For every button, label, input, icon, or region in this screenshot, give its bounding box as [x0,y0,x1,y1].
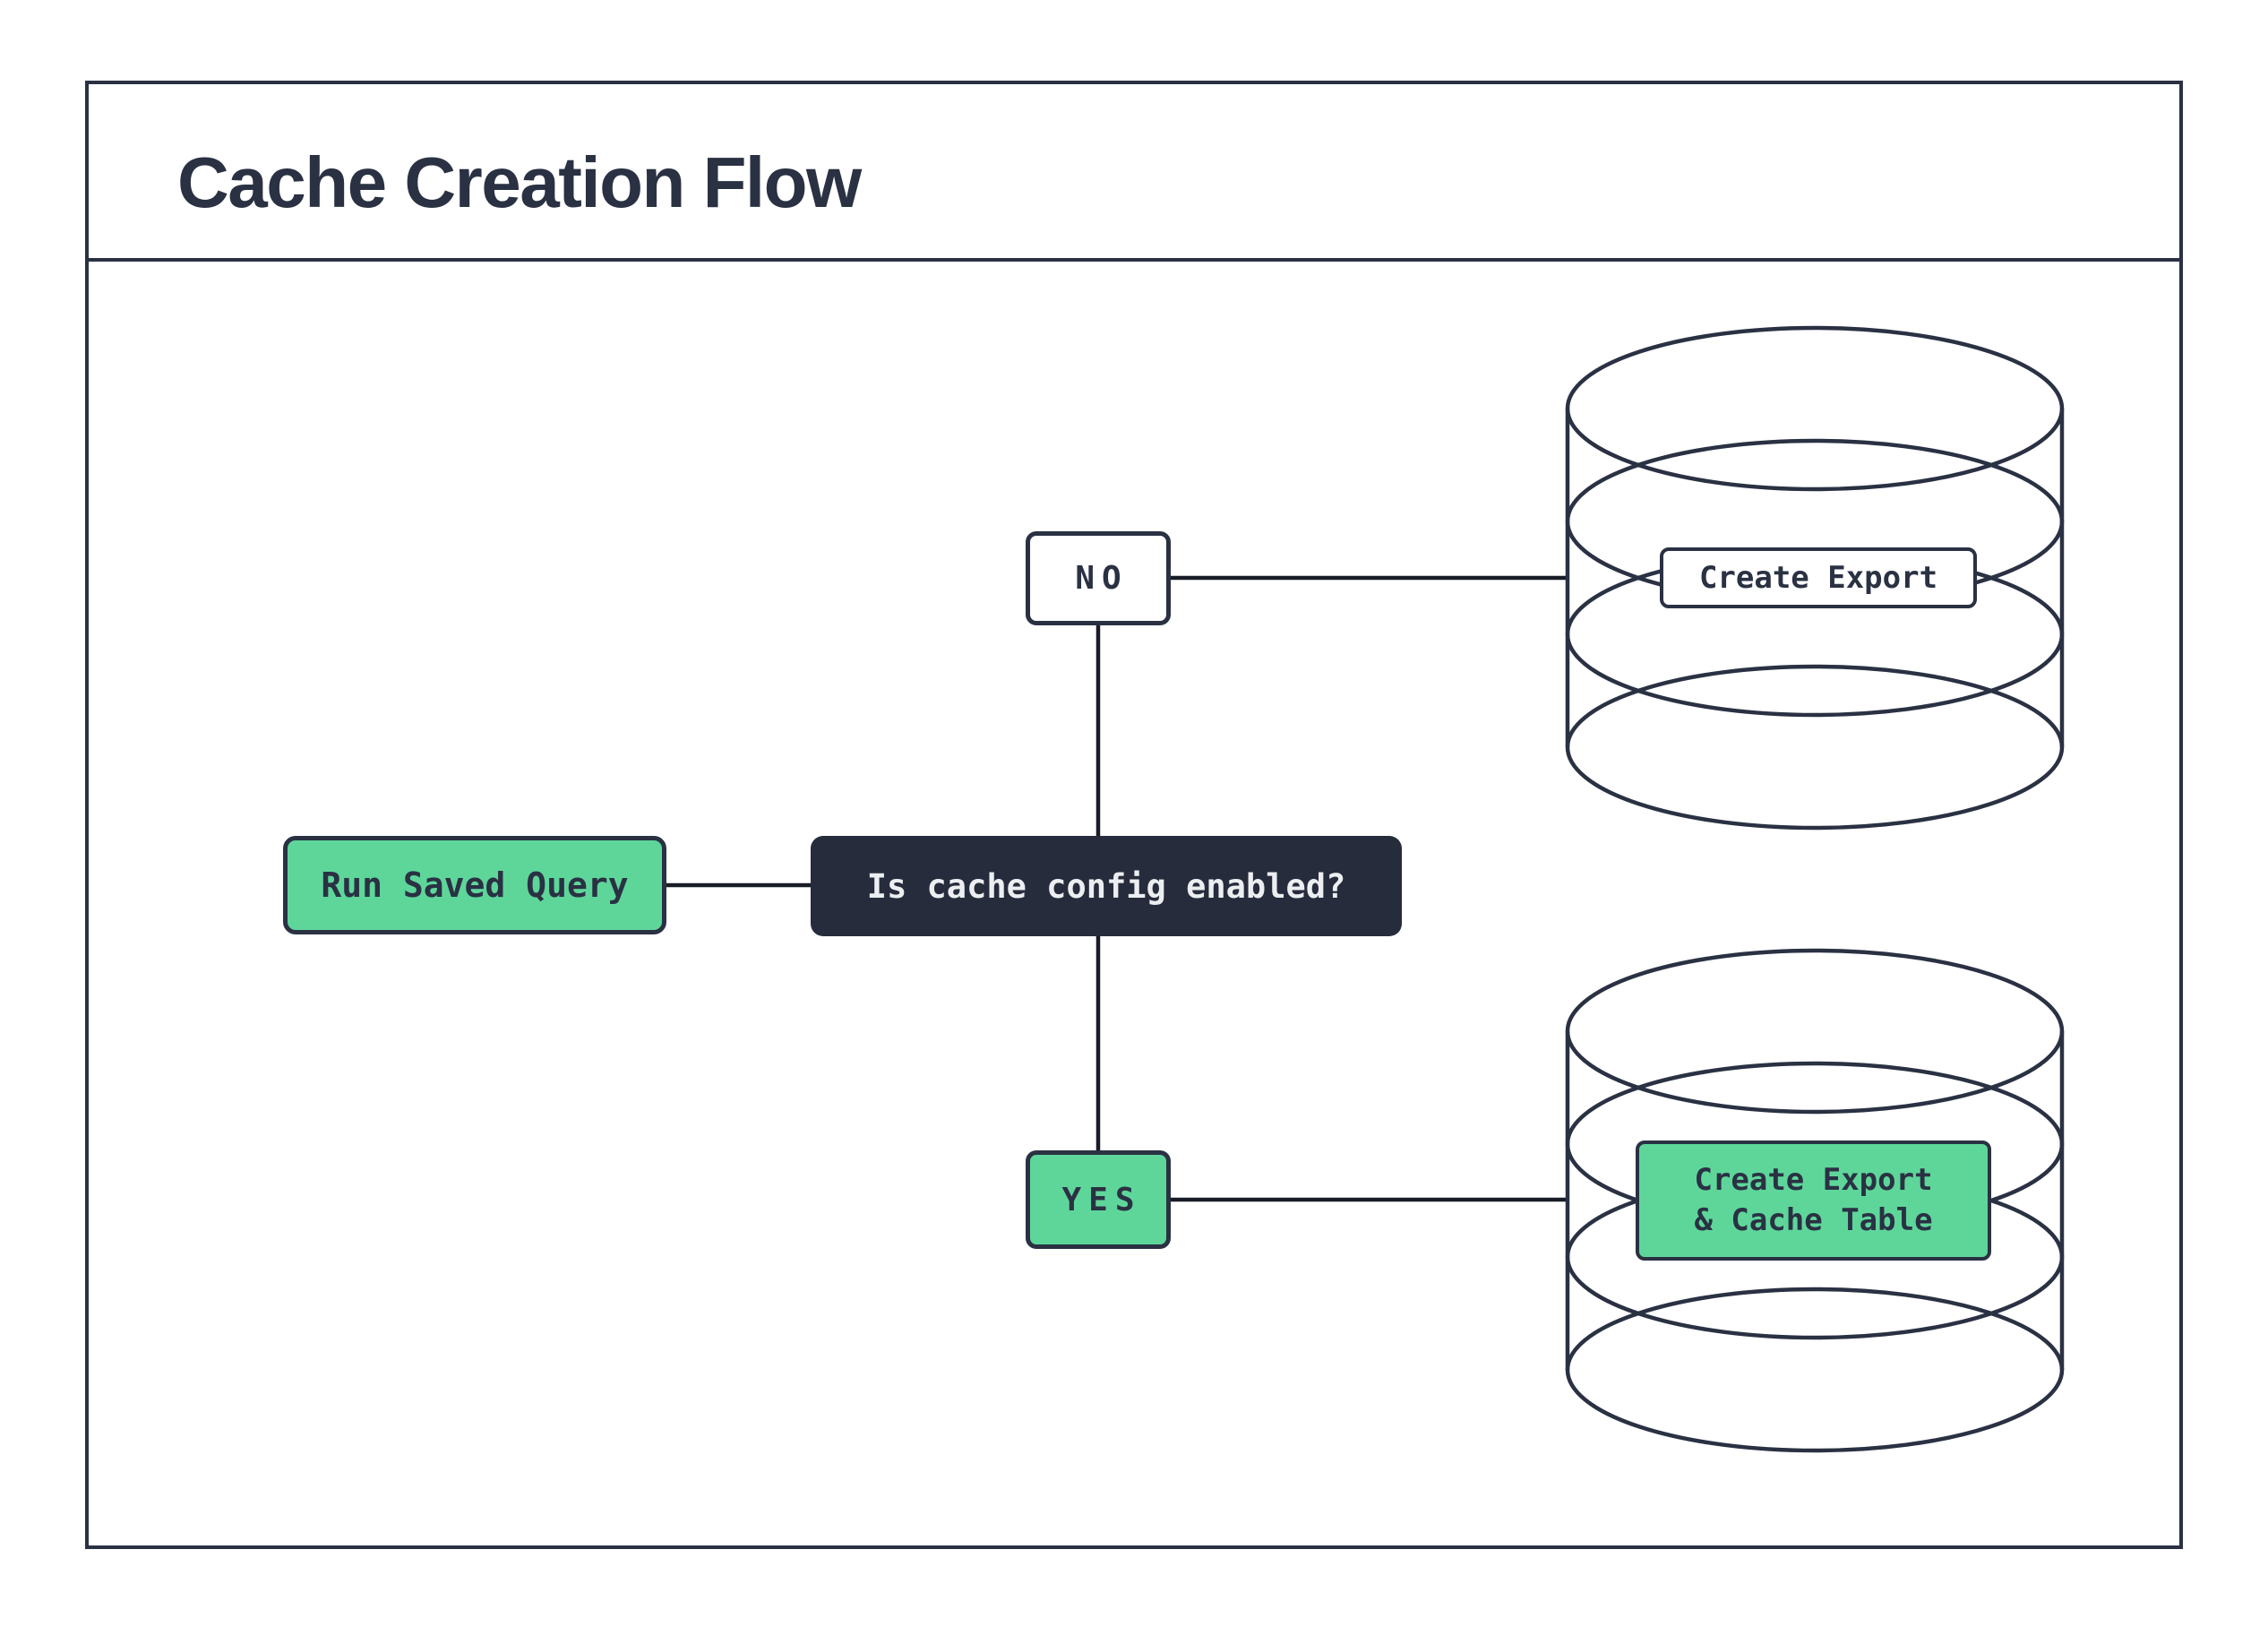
flow-label-yes: YES [1026,1150,1171,1249]
page-title: Cache Creation Flow [177,142,862,222]
flow-node-create-export: Create Export [1660,547,1977,608]
flow-node-decision: Is cache config enabled? [811,836,1402,936]
flow-label-no: NO [1026,531,1171,625]
header: Cache Creation Flow [87,82,2181,260]
content-frame [85,81,2183,1549]
flow-node-create-export-cache-table: Create Export & Cache Table [1636,1141,1991,1261]
flow-node-run-saved-query: Run Saved Query [283,836,666,934]
action-label-line-2: & Cache Table [1694,1202,1933,1238]
action-label-line-1: Create Export [1694,1162,1933,1199]
